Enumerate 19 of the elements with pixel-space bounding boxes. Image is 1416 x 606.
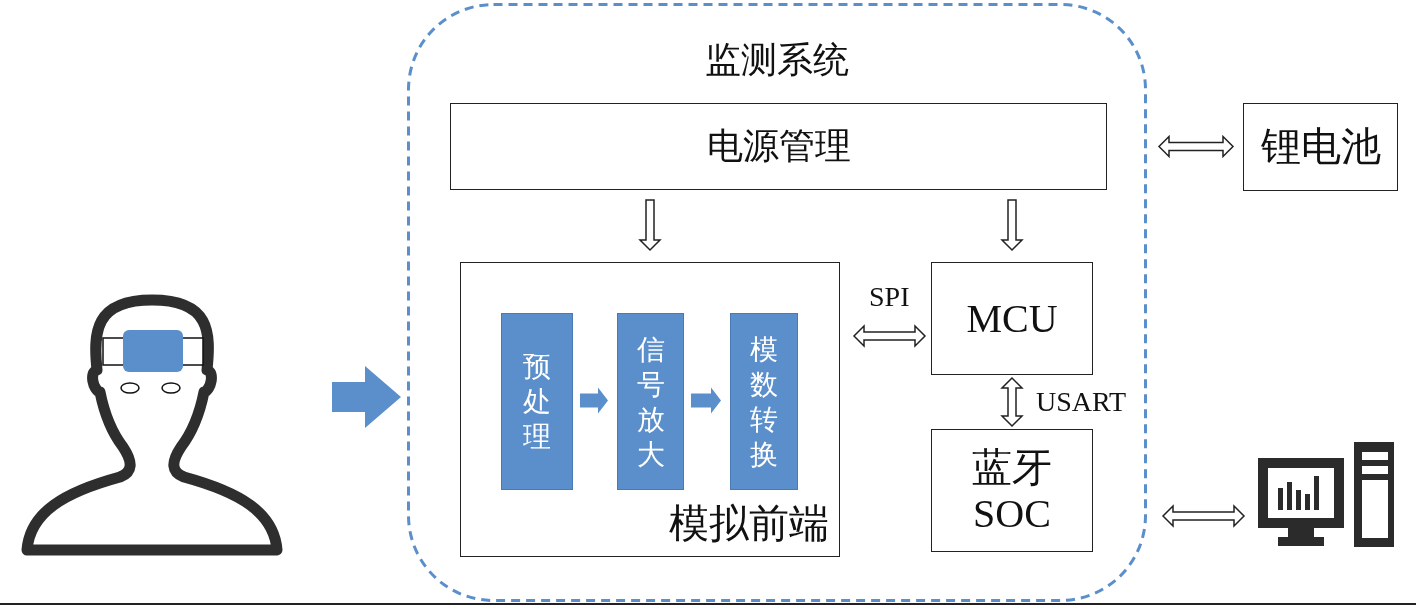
process-block: 模数转换 (730, 313, 798, 490)
process-box: MCU (931, 262, 1093, 375)
arrow (1157, 134, 1235, 159)
process-box: 蓝牙 SOC (931, 429, 1093, 552)
process-block: 预处理 (501, 313, 573, 490)
process-block: 信号放大 (617, 313, 684, 490)
arrow (1161, 504, 1246, 528)
arrow (1000, 199, 1024, 252)
arrow (580, 387, 608, 414)
arrow (1000, 376, 1024, 428)
arrow (638, 199, 662, 252)
arrow (852, 324, 927, 348)
module-box (460, 262, 840, 557)
process-box: 锂电池 (1243, 103, 1398, 191)
arrow (332, 366, 401, 428)
module-label: 模拟前端 (669, 500, 829, 548)
process-box: 电源管理 (450, 103, 1107, 190)
arrow (691, 387, 721, 414)
group-title: 监测系统 (704, 39, 850, 82)
